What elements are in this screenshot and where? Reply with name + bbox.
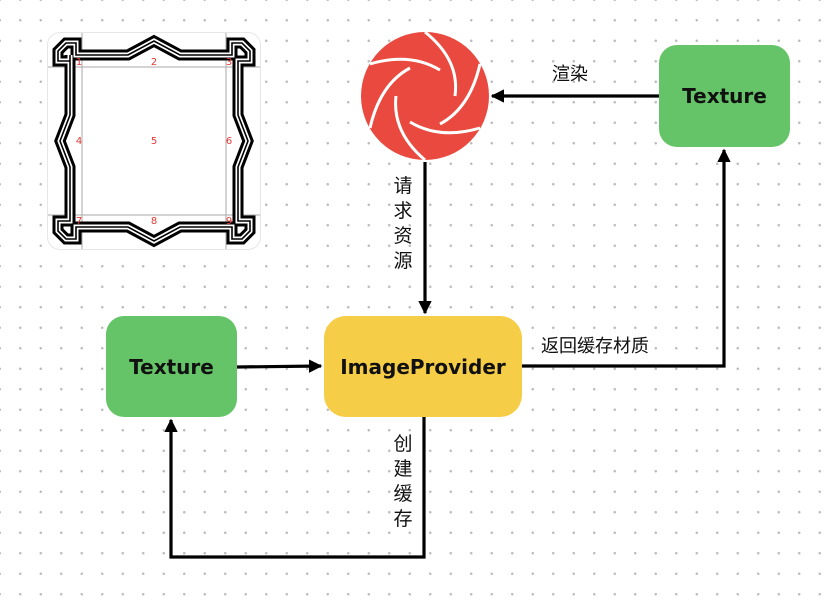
slice-label-5: 5 bbox=[151, 136, 157, 147]
texture-node-top[interactable]: Texture bbox=[659, 45, 790, 147]
edge-label-request-resource: 请求资源 bbox=[393, 175, 413, 272]
slice-label-3: 3 bbox=[226, 57, 232, 68]
aperture-icon bbox=[361, 30, 489, 162]
nine-slice-frame-icon: 1 2 3 4 5 6 7 8 9 bbox=[48, 33, 260, 249]
edge-texture-to-provider-arrow bbox=[236, 359, 323, 373]
edge-create-arrow bbox=[164, 417, 426, 559]
edge-label-render: 渲染 bbox=[552, 64, 588, 85]
nine-slice-thumbnail: 1 2 3 4 5 6 7 8 9 bbox=[48, 33, 260, 249]
slice-label-7: 7 bbox=[76, 216, 82, 227]
edge-label-return-cache: 返回缓存材质 bbox=[541, 336, 649, 357]
slice-label-8: 8 bbox=[151, 216, 157, 227]
slice-label-9: 9 bbox=[226, 216, 232, 227]
slice-label-1: 1 bbox=[76, 57, 82, 68]
edge-label-create-cache: 创建缓存 bbox=[393, 433, 413, 530]
slice-label-4: 4 bbox=[76, 136, 82, 147]
image-provider-node[interactable]: ImageProvider bbox=[324, 316, 522, 417]
slice-label-6: 6 bbox=[226, 136, 232, 147]
texture-node-left[interactable]: Texture bbox=[106, 316, 237, 417]
slice-label-2: 2 bbox=[151, 57, 157, 68]
